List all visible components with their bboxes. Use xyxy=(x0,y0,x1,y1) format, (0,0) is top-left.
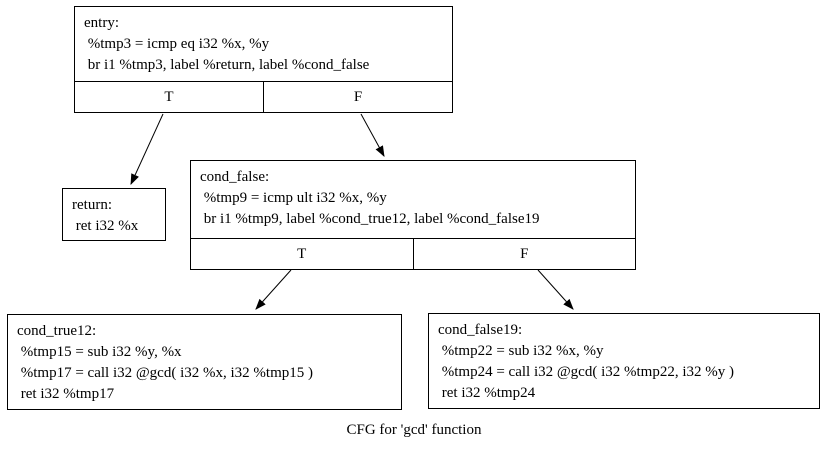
instruction: ret i32 %x xyxy=(72,218,139,234)
port-false: F xyxy=(520,245,529,262)
block-label: cond_false: xyxy=(200,169,270,185)
instruction: %tmp24 = call i32 @gcd( i32 %tmp22, i32 … xyxy=(438,364,734,380)
edge-entry-F-cond_false xyxy=(360,113,385,157)
instruction: %tmp15 = sub i32 %y, %x xyxy=(17,344,182,360)
node-entry-ports: T F xyxy=(75,81,452,112)
block-label: cond_true12: xyxy=(17,323,97,339)
block-label: cond_false19: xyxy=(438,322,523,338)
block-label: return: xyxy=(72,197,112,213)
port-true: T xyxy=(191,239,414,269)
edge-cond_false-F-cond_false19 xyxy=(537,269,574,310)
node-cond_false-ports: T F xyxy=(191,238,635,269)
node-cond_true12-body: cond_true12: %tmp15 = sub i32 %y, %x %tm… xyxy=(8,315,401,409)
node-cond_false: cond_false: %tmp9 = icmp ult i32 %x, %y … xyxy=(190,160,636,270)
port-true: T xyxy=(75,82,264,112)
node-cond_true12: cond_true12: %tmp15 = sub i32 %y, %x %tm… xyxy=(7,314,402,410)
node-entry: entry: %tmp3 = icmp eq i32 %x, %y br i1 … xyxy=(74,6,453,113)
instruction: ret i32 %tmp17 xyxy=(17,386,115,402)
node-cond_false-body: cond_false: %tmp9 = icmp ult i32 %x, %y … xyxy=(191,161,635,238)
instruction: %tmp9 = icmp ult i32 %x, %y xyxy=(200,190,387,206)
instruction: br i1 %tmp3, label %return, label %cond_… xyxy=(84,57,370,73)
edge-entry-T-return xyxy=(130,113,164,186)
node-return-body: return: ret i32 %x xyxy=(63,189,165,240)
node-cond_false19-body: cond_false19: %tmp22 = sub i32 %x, %y %t… xyxy=(429,314,819,408)
graph-caption: CFG for 'gcd' function xyxy=(346,422,482,438)
instruction: br i1 %tmp9, label %cond_true12, label %… xyxy=(200,211,540,227)
instruction: %tmp17 = call i32 @gcd( i32 %x, i32 %tmp… xyxy=(17,365,313,381)
node-return: return: ret i32 %x xyxy=(62,188,166,241)
instruction: ret i32 %tmp24 xyxy=(438,385,536,401)
node-entry-body: entry: %tmp3 = icmp eq i32 %x, %y br i1 … xyxy=(75,7,452,81)
port-false: F xyxy=(353,88,363,105)
instruction: %tmp3 = icmp eq i32 %x, %y xyxy=(84,36,270,52)
block-label: entry: xyxy=(84,15,119,31)
edge-cond_false-T-cond_true12 xyxy=(255,269,292,310)
instruction: %tmp22 = sub i32 %x, %y xyxy=(438,343,604,359)
node-cond_false19: cond_false19: %tmp22 = sub i32 %x, %y %t… xyxy=(428,313,820,409)
